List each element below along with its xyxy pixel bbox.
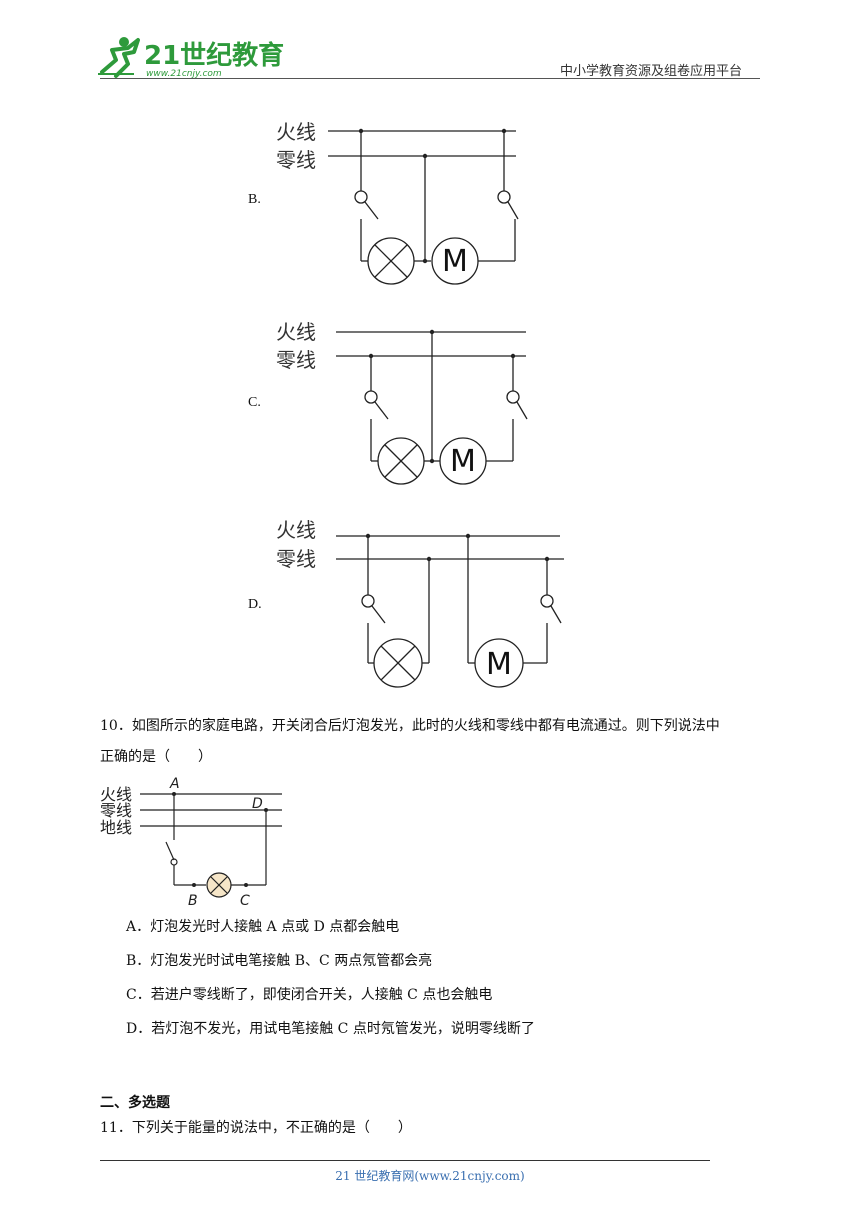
point-b-label: B — [188, 893, 198, 909]
q10-circuit-diagram: 火线 零线 地线 A D B C — [96, 770, 296, 914]
q10-stem-line1: 10．如图所示的家庭电路，开关闭合后灯泡发光，此时的火线和零线中都有电流通过。则… — [100, 718, 720, 734]
live-wire-label: 火线 — [100, 785, 132, 804]
logo-text: 21世纪教育 — [144, 40, 284, 71]
motor-symbol: M — [486, 647, 512, 682]
site-name: 中小学教育资源及组卷应用平台 — [560, 64, 743, 79]
live-wire-label: 火线 — [276, 518, 316, 542]
live-wire-label: 火线 — [276, 320, 316, 344]
site-logo: 21世纪教育 www.21cnjy.com — [94, 34, 284, 80]
option-b-label: B. — [248, 192, 261, 207]
ground-wire-label: 地线 — [100, 818, 132, 837]
option-d-label: D. — [248, 597, 262, 612]
circuit-diagram-c: 火线 零线 M — [270, 315, 550, 499]
neutral-wire-label: 零线 — [276, 148, 316, 172]
logo-url: www.21cnjy.com — [146, 69, 222, 79]
section-title: 二、多选题 — [100, 1095, 170, 1111]
point-a-label: A — [169, 776, 180, 792]
live-wire-label: 火线 — [276, 120, 316, 144]
footer-text: 21 世纪教育网(www.21cnjy.com) — [335, 1169, 525, 1183]
neutral-wire-label: 零线 — [276, 348, 316, 372]
option-c-label: C. — [248, 395, 261, 410]
header-divider — [100, 78, 760, 79]
q10-option-c: C．若进户零线断了，即使闭合开关，人接触 C 点也会触电 — [126, 987, 493, 1003]
neutral-wire-label: 零线 — [276, 547, 316, 571]
runner-icon — [98, 37, 140, 78]
circuit-diagram-b: 火线 零线 M — [270, 115, 540, 299]
q10-stem-line2: 正确的是（ ） — [100, 749, 212, 765]
q10-option-a: A．灯泡发光时人接触 A 点或 D 点都会触电 — [126, 919, 400, 935]
neutral-wire-label: 零线 — [100, 801, 132, 820]
q10-option-d: D．若灯泡不发光，用试电笔接触 C 点时氖管发光，说明零线断了 — [126, 1021, 535, 1037]
motor-symbol: M — [442, 244, 468, 279]
q11-stem: 11．下列关于能量的说法中，不正确的是（ ） — [100, 1120, 412, 1136]
q10-option-b: B．灯泡发光时试电笔接触 B、C 两点氖管都会亮 — [126, 953, 433, 969]
circuit-diagram-d: 火线 零线 M — [270, 513, 570, 697]
motor-symbol: M — [450, 444, 476, 479]
point-c-label: C — [240, 893, 250, 909]
point-d-label: D — [252, 796, 263, 812]
footer-divider — [100, 1160, 710, 1161]
